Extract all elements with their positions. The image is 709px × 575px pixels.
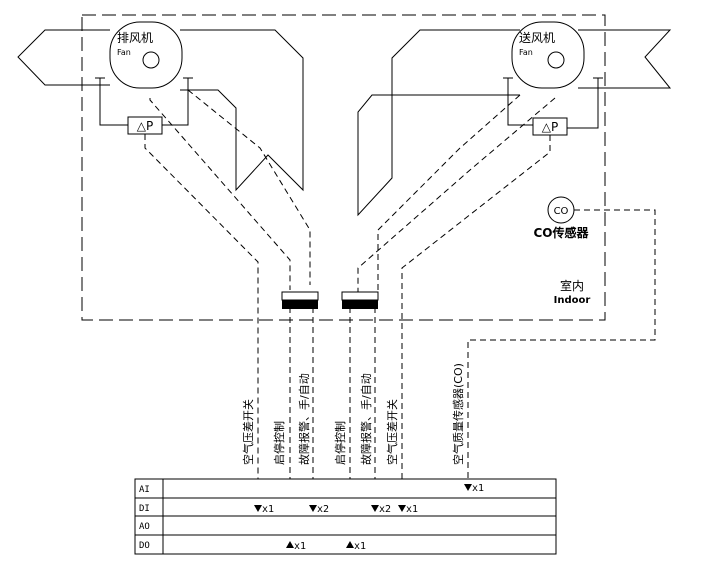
co-sensor-symbol: CO (554, 206, 569, 217)
terminal-block-left (281, 291, 319, 309)
count-di-right-fault: x2 (379, 504, 391, 515)
exhaust-outlet (17, 29, 110, 86)
io-row-do: DO (139, 541, 150, 551)
signal-wiring (144, 89, 656, 545)
signal-start-stop-right: 启停控制 (333, 421, 347, 465)
exhaust-duct-outer (180, 29, 304, 192)
count-do-right-start: x1 (354, 541, 366, 552)
supply-tubing-left (507, 78, 535, 126)
signal-fault-alarm-left: 故障报警、手/自动 (297, 373, 311, 465)
exhaust-fan-housing (109, 21, 183, 89)
io-row-ao: AO (139, 522, 150, 532)
count-di-left-pressure: x1 (262, 504, 274, 515)
count-do-left-start: x1 (294, 541, 306, 552)
count-ai-co: x1 (472, 483, 484, 494)
supply-fan-housing (511, 21, 585, 89)
io-row-di: DI (139, 504, 150, 514)
io-arrows (254, 484, 472, 548)
signal-air-quality-sensor: 空气质量传感器(CO) (451, 363, 465, 465)
pressure-sensor-right-label: △P (542, 120, 558, 134)
supply-fan-label-en: Fan (519, 48, 533, 57)
exhaust-fan-label-en: Fan (117, 48, 131, 57)
indoor-label-en: Indoor (554, 295, 591, 306)
co-sensor-label: CO传感器 (533, 225, 589, 240)
signal-start-stop-left: 启停控制 (272, 421, 286, 465)
exhaust-fan-unit: △P 排风机 Fan (17, 21, 304, 192)
indoor-label: 室内 (560, 278, 584, 293)
exhaust-tubing-right (162, 78, 189, 126)
count-di-left-fault: x2 (317, 504, 329, 515)
supply-fan-impeller (547, 51, 565, 69)
io-row-ai: AI (139, 485, 150, 495)
signal-air-pressure-switch-left: 空气压差开关 (241, 399, 255, 465)
signal-fault-alarm-right: 故障报警、手/自动 (359, 373, 373, 465)
supply-fan-label: 送风机 (519, 30, 555, 45)
signal-air-pressure-switch-right: 空气压差开关 (385, 399, 399, 465)
exhaust-fan-impeller (142, 51, 160, 69)
pressure-sensor-left-label: △P (137, 119, 153, 133)
exhaust-fan-label: 排风机 (117, 31, 153, 45)
exhaust-tubing-left (99, 78, 130, 126)
supply-inlet (578, 29, 672, 89)
terminal-block-right (341, 291, 379, 309)
supply-fan-unit: △P 送风机 Fan (357, 21, 672, 217)
supply-duct-outer (357, 29, 520, 217)
count-di-right-pressure: x1 (406, 504, 418, 515)
io-table: AI DI AO DO (134, 478, 557, 555)
room-boundary (81, 14, 606, 321)
supply-tubing-right (566, 78, 599, 129)
